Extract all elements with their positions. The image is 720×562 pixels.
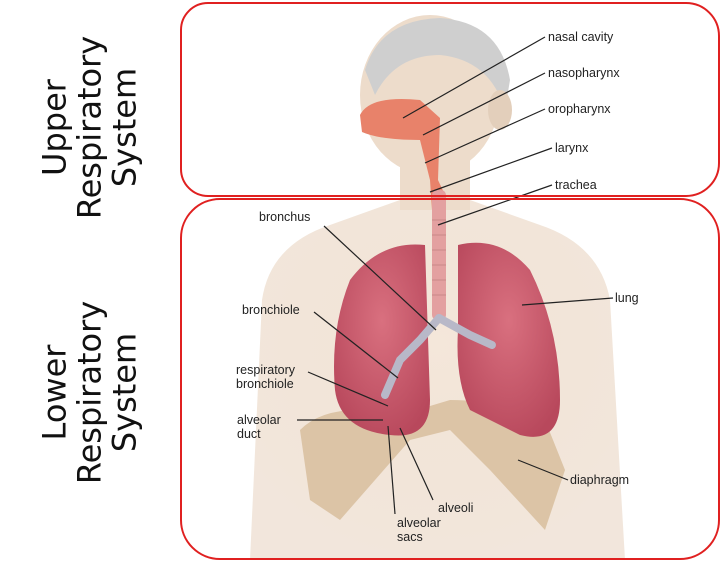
label-nasal-cavity: nasal cavity — [548, 30, 614, 44]
trachea-shape — [432, 190, 446, 320]
label-lung: lung — [615, 291, 639, 305]
label-nasopharynx: nasopharynx — [548, 66, 620, 80]
bronchi — [381, 314, 496, 399]
upper-respiratory-box — [180, 2, 720, 197]
label-oropharynx: oropharynx — [548, 102, 611, 116]
right-lung — [457, 242, 560, 437]
lower-respiratory-title: Lower Respiratory System — [35, 300, 144, 485]
label-larynx: larynx — [555, 141, 589, 155]
leader-lines — [297, 36, 614, 515]
label-alveolar-duct: alveolar duct — [237, 413, 281, 441]
label-alveoli: alveoli — [438, 501, 474, 515]
lower-respiratory-box — [180, 198, 720, 560]
diaphragm-shape — [300, 400, 565, 530]
label-respiratory-bronchiole: respiratory bronchiole — [236, 363, 296, 391]
label-bronchus: bronchus — [259, 210, 311, 224]
label-trachea: trachea — [555, 178, 597, 192]
label-alveolar-sacs: alveolar sacs — [397, 516, 441, 544]
left-lung — [334, 244, 430, 436]
label-diaphragm: diaphragm — [570, 473, 630, 487]
upper-respiratory-title: Upper Respiratory System — [35, 35, 144, 220]
nasal-airway — [360, 99, 445, 210]
label-bronchiole: bronchiole — [242, 303, 300, 317]
